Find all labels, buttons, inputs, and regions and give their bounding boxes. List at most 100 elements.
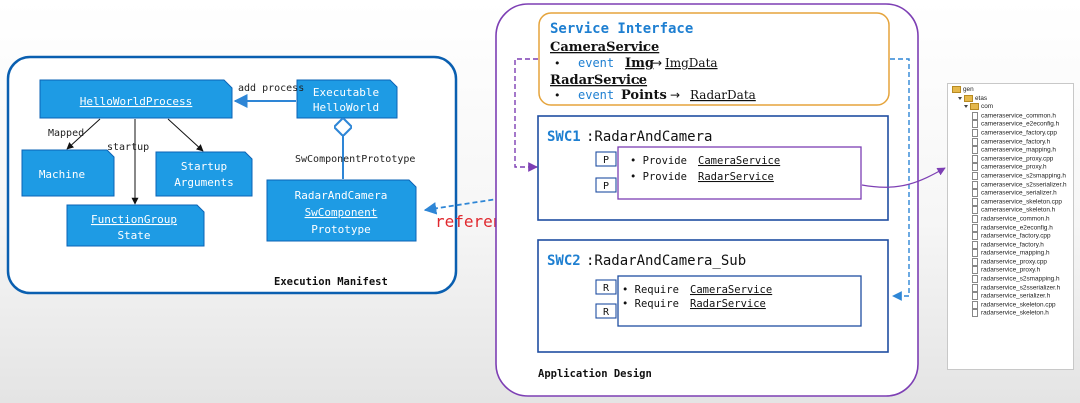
startup-arguments-box[interactable]: Startup Arguments: [155, 151, 253, 197]
tree-item-label: radarservice_common.h: [981, 215, 1050, 223]
tree-file[interactable]: radarservice_proxy.h: [948, 266, 1073, 275]
tree-item-label: cameraservice_proxy.cpp: [981, 155, 1054, 163]
radar-event-arrow: →: [670, 88, 680, 102]
tree-file[interactable]: radarservice_mapping.h: [948, 249, 1073, 258]
sw-component-prototype-label: SwComponentPrototype: [295, 154, 415, 165]
tree-file[interactable]: cameraservice_s2smapping.h: [948, 171, 1073, 181]
tree-item-label: cameraservice_skeleton.cpp: [981, 198, 1062, 206]
service-interface-box[interactable]: [538, 12, 890, 106]
file-icon: [972, 197, 978, 206]
prototype-line3: Prototype: [311, 223, 371, 236]
tree-item-label: com: [981, 103, 994, 111]
tree-file[interactable]: radarservice_s2smapping.h: [948, 275, 1073, 284]
swc1-port-2-label: P: [603, 181, 609, 192]
tree-item-label: radarservice_proxy.cpp: [981, 258, 1047, 266]
swc2-port-1[interactable]: [595, 279, 617, 295]
tree-file[interactable]: radarservice_factory.h: [948, 240, 1073, 250]
swc1-item-2-prefix: • Provide: [630, 171, 693, 183]
swc1-port-2[interactable]: [595, 177, 617, 193]
tree-item-label: cameraservice_common.h: [981, 112, 1056, 120]
tree-file[interactable]: cameraservice_common.h: [948, 111, 1073, 121]
file-icon: [972, 137, 978, 146]
tree-file[interactable]: cameraservice_skeleton.cpp: [948, 197, 1073, 207]
mapped-label: Mapped: [48, 128, 84, 139]
tree-file[interactable]: cameraservice_factory.cpp: [948, 128, 1073, 138]
tree-file[interactable]: radarservice_skeleton.cpp: [948, 300, 1073, 310]
service-to-swc2-dashed-arrow: [890, 58, 910, 301]
swc1-provides-box: [617, 146, 862, 200]
swc1-item-2-service: RadarService: [698, 171, 774, 183]
radar-service-colon: :: [636, 73, 640, 88]
radar-bullet: •: [554, 89, 561, 102]
tree-item-label: radarservice_mapping.h: [981, 249, 1050, 257]
folder-icon: [970, 103, 979, 111]
file-icon: [972, 163, 978, 172]
swc2-name: :RadarAndCamera_Sub: [586, 253, 746, 269]
tree-item-label: radarservice_skeleton.h: [981, 310, 1049, 318]
tree-file[interactable]: cameraservice_e2econfig.h: [948, 120, 1073, 129]
tree-file[interactable]: cameraservice_skeleton.h: [948, 206, 1073, 215]
tree-item-label: radarservice_factory.h: [981, 241, 1044, 249]
file-icon: [972, 214, 978, 223]
tree-item-label: cameraservice_factory.cpp: [981, 129, 1057, 137]
file-icon: [972, 257, 978, 266]
file-icon: [972, 128, 978, 137]
tree-item-label: radarservice_serializer.h: [981, 292, 1051, 300]
tree-item-label: cameraservice_serializer.h: [981, 189, 1057, 197]
swc1-port-1[interactable]: [595, 151, 617, 167]
tree-file[interactable]: radarservice_common.h: [948, 214, 1073, 224]
add-process-label: add process: [238, 83, 304, 94]
tree-folder-com[interactable]: com: [948, 103, 1073, 112]
tree-item-label: cameraservice_proxy.h: [981, 164, 1047, 172]
function-group-state-box[interactable]: FunctionGroup State: [66, 204, 205, 247]
camera-bullet: •: [554, 57, 561, 70]
swc1-item-1-prefix: • Provide: [630, 155, 693, 167]
file-icon: [972, 266, 978, 275]
file-icon: [972, 275, 978, 284]
tree-file[interactable]: cameraservice_mapping.h: [948, 146, 1073, 155]
expand-arrow-icon[interactable]: [958, 96, 962, 100]
tree-file[interactable]: radarservice_proxy.cpp: [948, 257, 1073, 267]
hello-world-process-box[interactable]: HelloWorldProcess: [39, 79, 233, 119]
swc2-port-2[interactable]: [595, 303, 617, 319]
file-icon: [972, 120, 978, 129]
executable-label-line1: Executable: [313, 86, 379, 99]
file-icon: [972, 111, 978, 120]
swc1-port-1-label: P: [603, 155, 609, 166]
tree-file[interactable]: cameraservice_factory.h: [948, 137, 1073, 147]
tree-file[interactable]: radarservice_e2econfig.h: [948, 223, 1073, 233]
camera-service-colon: :: [642, 40, 646, 55]
swc2-port-2-label: R: [603, 307, 610, 318]
tree-item-label: cameraservice_skeleton.h: [981, 207, 1056, 214]
file-icon: [972, 249, 978, 258]
camera-event-arrow: →: [652, 56, 662, 70]
tree-file[interactable]: radarservice_factory.cpp: [948, 232, 1073, 241]
tree-item-label: cameraservice_e2econfig.h: [981, 121, 1060, 129]
tree-file[interactable]: cameraservice_s2sserializer.h: [948, 180, 1073, 190]
tree-item-label: radarservice_s2sserializer.h: [981, 284, 1061, 292]
function-group-line1: FunctionGroup: [91, 213, 177, 226]
reference-arrow: [423, 188, 539, 215]
machine-box[interactable]: Machine: [21, 149, 115, 197]
radar-event-type: RadarData: [690, 88, 756, 102]
tree-file[interactable]: radarservice_serializer.h: [948, 292, 1073, 301]
tree-folder-etas[interactable]: etas: [948, 94, 1073, 104]
tree-folder-gen[interactable]: gen: [948, 86, 1073, 95]
executable-hello-world-box[interactable]: Executable HelloWorld: [296, 79, 398, 119]
camera-service-label: CameraService: [550, 40, 659, 55]
tree-file[interactable]: cameraservice_proxy.h: [948, 163, 1073, 172]
file-icon: [972, 146, 978, 155]
function-group-line2: State: [117, 229, 150, 242]
radar-and-camera-prototype-box[interactable]: RadarAndCamera SwComponent Prototype: [266, 179, 417, 242]
expand-arrow-icon[interactable]: [964, 105, 968, 109]
tree-file[interactable]: cameraservice_serializer.h: [948, 189, 1073, 198]
swc1-label: SWC1: [547, 129, 581, 145]
tree-item-label: cameraservice_s2sserializer.h: [981, 181, 1067, 189]
file-icon: [972, 309, 978, 318]
tree-file[interactable]: radarservice_skeleton.h: [948, 309, 1073, 318]
tree-file[interactable]: radarservice_s2sserializer.h: [948, 283, 1073, 293]
hello-world-process-label: HelloWorldProcess: [80, 95, 193, 108]
tree-file[interactable]: cameraservice_proxy.cpp: [948, 154, 1073, 164]
file-icon: [972, 240, 978, 249]
